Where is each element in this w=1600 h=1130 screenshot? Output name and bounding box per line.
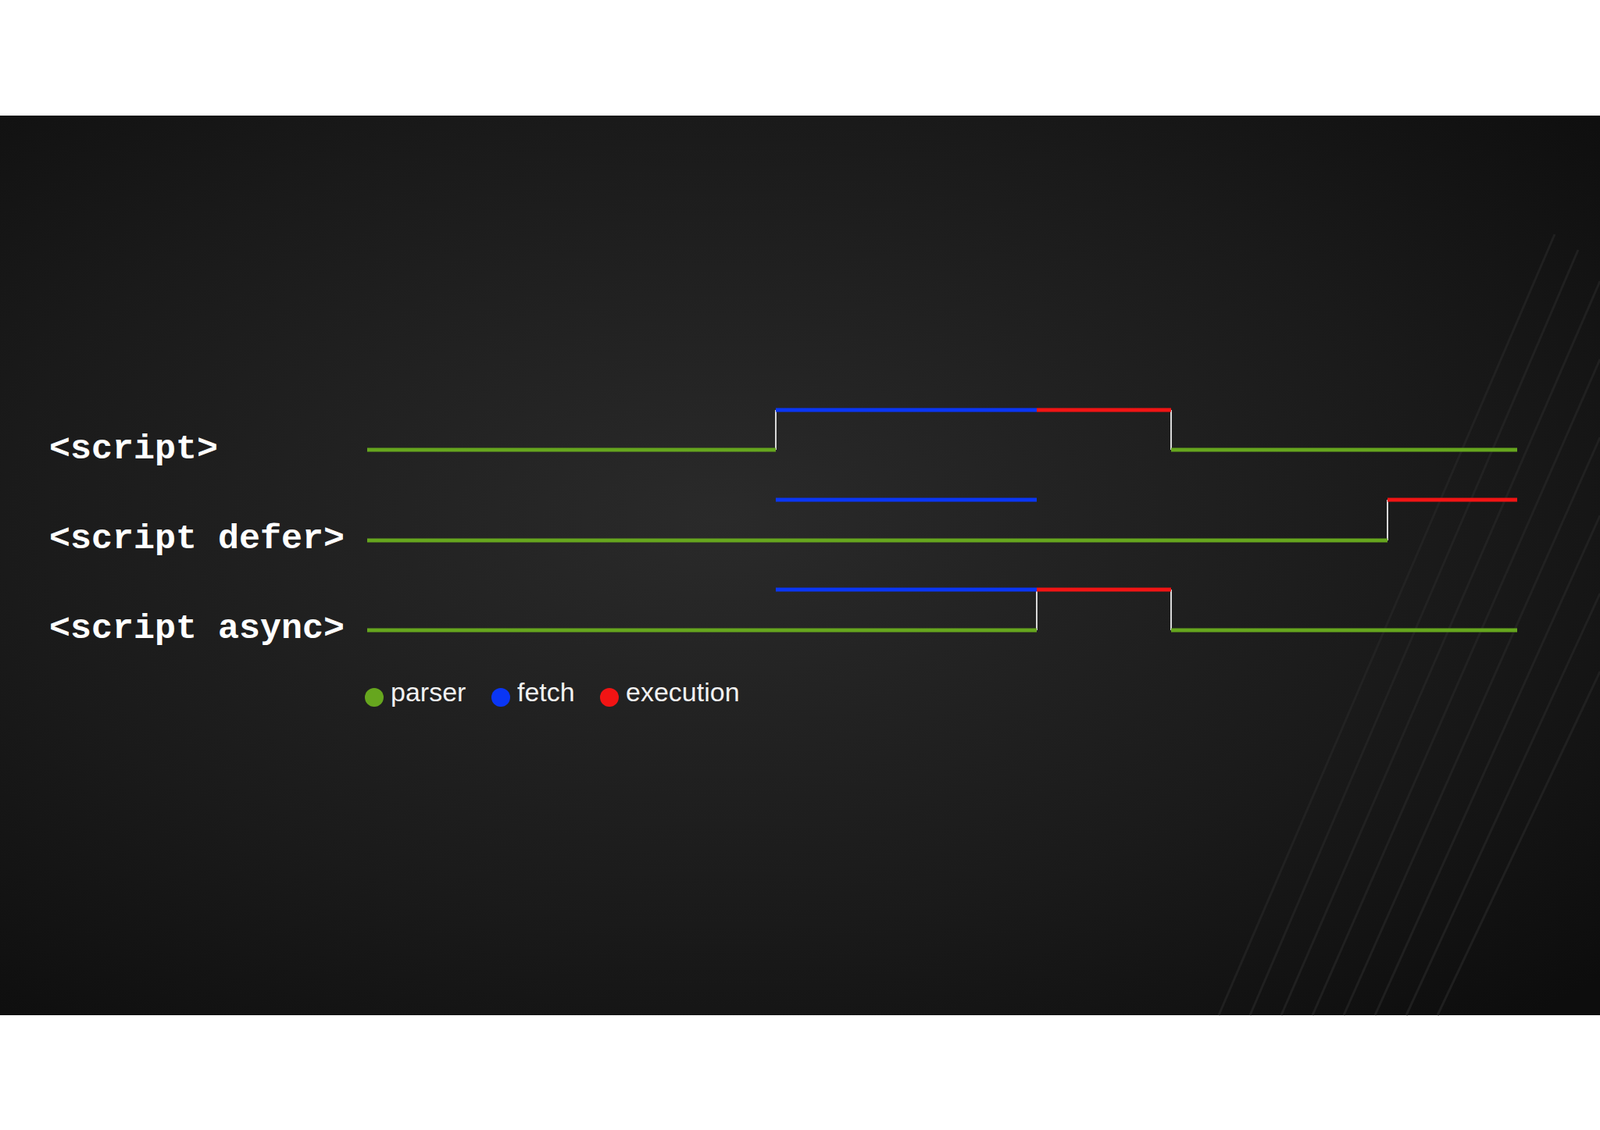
fetch-bar bbox=[775, 408, 1037, 413]
row-label: <script async> bbox=[49, 610, 345, 650]
timeline-bars bbox=[367, 410, 1518, 631]
fetch-bar bbox=[775, 588, 1037, 593]
fetch-bar bbox=[775, 498, 1037, 503]
row-label: <script> bbox=[49, 430, 218, 470]
record-sleeves bbox=[1218, 234, 1600, 1016]
execution-bar bbox=[1036, 408, 1172, 413]
legend-swatch bbox=[600, 688, 619, 708]
parser-bar bbox=[1171, 448, 1518, 453]
legend-item: parser bbox=[0, 0, 75, 33]
transition-lines bbox=[775, 410, 1388, 631]
execution-bar bbox=[1036, 588, 1172, 593]
parser-bar bbox=[367, 448, 776, 453]
legend-text: fetch bbox=[517, 676, 575, 709]
legend-text: parser bbox=[390, 676, 466, 709]
legend-item: fetch bbox=[0, 0, 58, 33]
parser-bar bbox=[367, 628, 1037, 633]
legend-item: execution bbox=[0, 0, 115, 33]
parser-bar bbox=[367, 539, 1388, 543]
legend-text: execution bbox=[625, 676, 740, 709]
execution-bar bbox=[1387, 498, 1518, 503]
legend-swatch bbox=[491, 688, 511, 708]
parser-bar bbox=[1171, 628, 1518, 633]
row-label: <script defer> bbox=[49, 520, 345, 560]
legend-swatch bbox=[364, 688, 384, 708]
photo-background bbox=[0, 115, 1600, 1016]
